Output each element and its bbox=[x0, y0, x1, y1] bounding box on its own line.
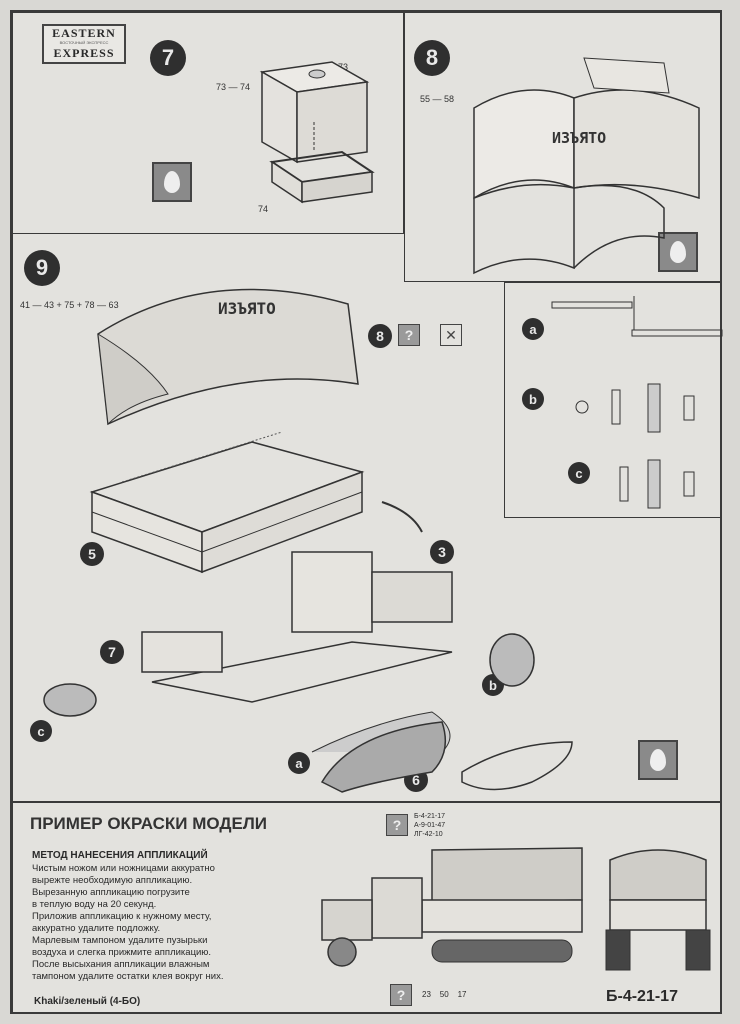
step7-top-ref: 73 bbox=[338, 62, 349, 72]
step8-part-ref: 55 — 58 bbox=[420, 94, 455, 104]
step7-part-ref: 73 — 74 bbox=[216, 82, 251, 92]
glue-drop-icon bbox=[152, 162, 192, 202]
color-label: Khaki/зеленый (4-БО) bbox=[34, 996, 141, 1007]
instructions-block: Чистым ножом или ножницами аккуратно выр… bbox=[32, 863, 224, 982]
detail-panel bbox=[504, 282, 722, 518]
detail-a-badge: a bbox=[522, 318, 544, 340]
step7-ref-badge: 7 bbox=[100, 640, 124, 664]
bottom-refs: 23 50 17 bbox=[422, 990, 467, 999]
wheel-c-badge: c bbox=[30, 720, 52, 742]
step8-panel bbox=[404, 12, 722, 282]
tent-sides-drawing: ИЗЪЯТО bbox=[473, 57, 700, 275]
track-detail-drawing bbox=[551, 296, 723, 509]
wheels-drawing bbox=[43, 633, 573, 793]
plate-number: Б-4-21-17 bbox=[606, 988, 678, 1005]
step7-bottom-ref: 74 bbox=[258, 204, 269, 214]
step9-badge: 9 bbox=[24, 250, 60, 286]
canopy-drawing: ИЗЪЯТО bbox=[97, 288, 359, 426]
step7-badge: 7 bbox=[150, 40, 186, 76]
step9-part-ref: 41 — 43 + 75 + 78 — 63 bbox=[20, 300, 119, 310]
stencil-tent-text: ИЗЪЯТО bbox=[218, 299, 276, 318]
question-icon: ? bbox=[386, 814, 408, 836]
eastern-express-logo: EASTERN ВОСТОЧНЫЙ ЭКСПРЕСС EXPRESS bbox=[42, 24, 126, 64]
fuel-tank-drawing bbox=[259, 61, 375, 204]
stencil-text: ИЗЪЯТО bbox=[552, 129, 606, 147]
method-heading: МЕТОД НАНЕСЕНИЯ АППЛИКАЦИЙ bbox=[32, 850, 208, 861]
instruction-sheet: EASTERN ВОСТОЧНЫЙ ЭКСПРЕСС EXPRESS 7 73 … bbox=[10, 10, 723, 1014]
no-glue-icon: ✕ bbox=[440, 324, 462, 346]
step5-badge: 5 bbox=[80, 542, 104, 566]
step3-badge: 3 bbox=[430, 540, 454, 564]
step9-panel bbox=[12, 234, 722, 802]
cargo-bed-drawing bbox=[89, 431, 365, 574]
question-icon: ? bbox=[390, 984, 412, 1006]
step8-badge: 8 bbox=[414, 40, 450, 76]
track-a-badge: a bbox=[288, 752, 310, 774]
glue-drop-icon bbox=[638, 740, 678, 780]
truck-side-view bbox=[321, 847, 583, 967]
truck-front-view bbox=[605, 849, 711, 971]
glue-drop-icon bbox=[658, 232, 698, 272]
detail-b-badge: b bbox=[522, 388, 544, 410]
step7-panel bbox=[12, 12, 404, 234]
step8-ref-badge: 8 bbox=[368, 324, 392, 348]
plate-list: Б-4-21-17 А-9-01-47 ЛГ-42-10 bbox=[414, 813, 446, 838]
paint-panel bbox=[12, 802, 722, 1014]
paint-heading: ПРИМЕР ОКРАСКИ МОДЕЛИ bbox=[30, 814, 267, 833]
question-icon: ? bbox=[398, 324, 420, 346]
detail-c-badge: c bbox=[568, 462, 590, 484]
